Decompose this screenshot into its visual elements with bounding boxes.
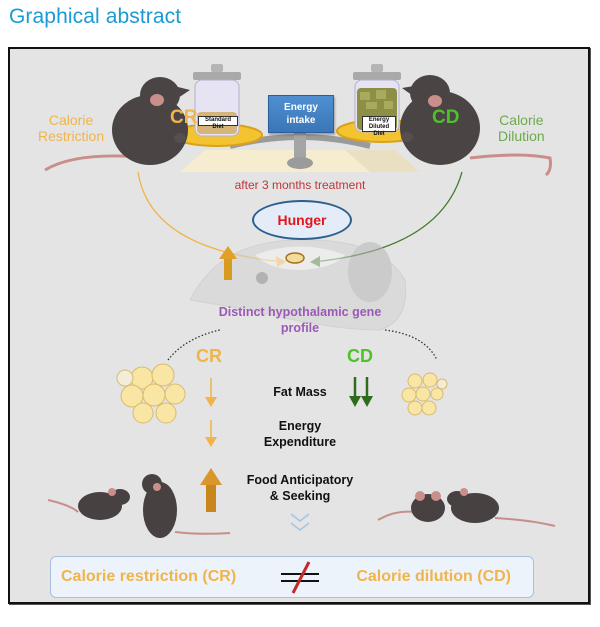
fat-mass-label-text: Fat Mass <box>273 385 327 399</box>
cr-active-mice-illustration <box>47 474 231 538</box>
hunger-increase-arrow <box>219 246 237 280</box>
calorie-dilution-label-line2: Dilution <box>498 128 545 145</box>
cd-mouse-tag: CD <box>432 107 460 128</box>
hypothalamic-gene-profile-label: Distinct hypothalamic gene profile <box>0 304 600 336</box>
gene-profile-line2: profile <box>280 321 320 335</box>
scale-base-shade <box>345 150 420 172</box>
energy-diluted-label-line2: Diluted Diet <box>368 124 390 137</box>
cd-fat-mass-strong-decrease-arrow <box>349 377 373 407</box>
graphical-abstract-title: Graphical abstract <box>9 5 182 28</box>
conclusion-box: Calorie restriction (CR) Calorie dilutio… <box>50 556 534 598</box>
cr-dotted-arc <box>167 329 221 361</box>
cd-dotted-arc <box>384 329 438 361</box>
food-anticipatory-line2: & Seeking <box>269 489 331 503</box>
energy-intake-line1: Energy <box>284 102 318 113</box>
hunger-ellipse: Hunger <box>252 200 352 240</box>
downward-chevrons <box>290 513 310 531</box>
scale-stem <box>294 130 306 160</box>
energy-expenditure-line1: Energy <box>278 419 322 433</box>
cr-food-anticipatory-increase-arrow <box>200 468 222 512</box>
energy-diluted-diet-jar-label: Energy Diluted Diet <box>362 116 396 137</box>
not-equal-icon <box>281 561 319 594</box>
energy-expenditure-line2: Expenditure <box>263 435 337 449</box>
conclusion-calorie-dilution: Calorie dilution (CD) <box>356 568 511 585</box>
fat-mass-label: Fat Mass <box>0 384 600 400</box>
gene-profile-line1: Distinct hypothalamic gene <box>218 305 382 319</box>
comparison-cd-tag: CD <box>347 346 373 366</box>
food-anticipatory-line1: Food Anticipatory <box>246 473 354 487</box>
energy-intake-box: Energy intake <box>268 95 334 133</box>
energy-expenditure-label: Energy Expenditure <box>0 418 600 450</box>
calorie-restriction-label-line2: Restriction <box>38 128 105 145</box>
energy-intake-line2: intake <box>286 115 316 126</box>
cd-adipocyte-cluster <box>401 372 448 416</box>
hunger-label: Hunger <box>277 212 327 228</box>
comparison-cr-tag: CR <box>196 346 222 366</box>
calorie-restriction-label-line1: Calorie <box>48 112 94 128</box>
food-anticipatory-label: Food Anticipatory & Seeking <box>0 472 600 504</box>
cd-mouse-illustration <box>400 75 552 177</box>
calorie-dilution-label: Calorie Dilution <box>498 112 545 144</box>
cd-resting-mice-illustration <box>377 488 556 527</box>
scale-foot <box>287 157 313 169</box>
cr-mouse-tag: CR <box>170 107 198 128</box>
conclusion-calorie-restriction: Calorie restriction (CR) <box>61 568 237 585</box>
hypothalamus-marker <box>285 252 305 264</box>
cr-mouse-illustration <box>44 77 190 172</box>
energy-diluted-label-line1: Energy <box>368 117 390 123</box>
treatment-duration-note: after 3 months treatment <box>234 178 366 192</box>
standard-diet-jar-label: Standard Diet <box>198 116 238 130</box>
cr-fat-mass-decrease-arrow <box>205 378 217 407</box>
cr-adipocyte-cluster <box>116 363 186 424</box>
mouse-head-brain-illustration <box>189 239 407 331</box>
cr-energy-expenditure-decrease-arrow <box>205 420 217 447</box>
calorie-restriction-label: Calorie Restriction <box>38 112 104 144</box>
calorie-dilution-label-line1: Calorie <box>499 112 544 128</box>
